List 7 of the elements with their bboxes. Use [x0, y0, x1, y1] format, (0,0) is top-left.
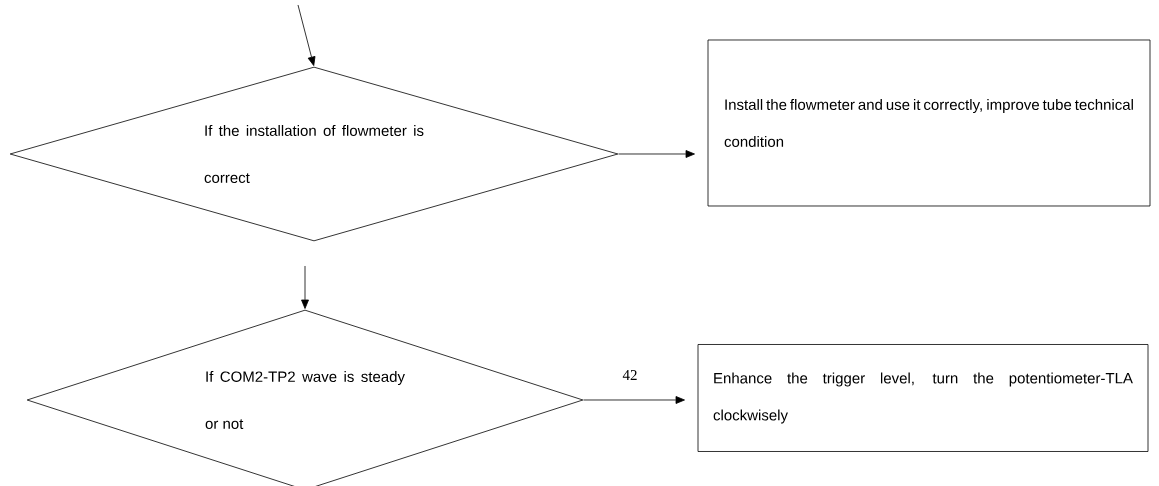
- arrow: [618, 150, 695, 158]
- page-number: 42: [622, 370, 637, 380]
- arrow: [301, 265, 309, 309]
- arrow: [583, 396, 685, 404]
- process-box: Install the flowmeter and use it correctly, improve tube technical condition: [707, 39, 1151, 207]
- arrow: [297, 4, 316, 66]
- process-box: Enhance the trigger level, turn the potentiometer-TLA clockwisely: [697, 344, 1149, 452]
